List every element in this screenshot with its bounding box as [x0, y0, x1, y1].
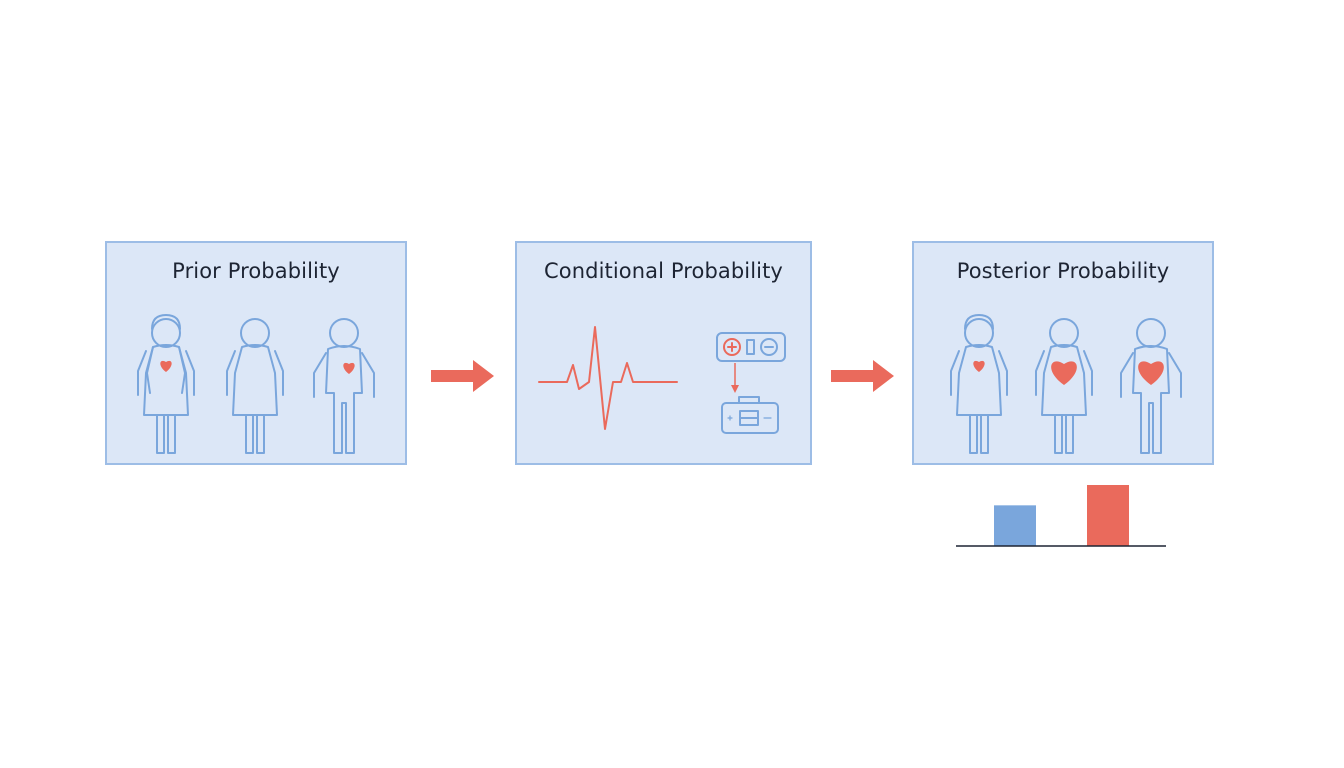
posterior-probability-title: Posterior Probability [956, 259, 1170, 283]
conditional-probability-title: Conditional Probability [544, 259, 783, 283]
conditional-icons [538, 326, 786, 434]
female-person-with-large-heart-icon [1035, 318, 1093, 454]
right-arrow-icon [431, 360, 494, 392]
female-person-with-small-heart-icon [950, 314, 1008, 454]
female-person-with-heart-icon [137, 314, 195, 454]
bar-1 [994, 505, 1036, 546]
male-person-with-large-heart-icon [1120, 318, 1182, 454]
test-result-plus-minus-icon [716, 332, 786, 362]
female-person-icon [226, 318, 284, 454]
posterior-bar-chart [956, 485, 1166, 547]
heartbeat-waveform-icon [538, 326, 678, 430]
male-person-with-heart-icon [313, 318, 375, 454]
conditional-probability-panel: Conditional Probability [515, 241, 812, 465]
posterior-people-icons [950, 314, 1182, 454]
right-arrow-icon [831, 360, 894, 392]
prior-probability-title: Prior Probability [172, 259, 340, 283]
prior-probability-panel: Prior Probability [105, 241, 407, 465]
posterior-probability-panel: Posterior Probability [912, 241, 1214, 465]
down-arrow-icon [731, 363, 739, 393]
prior-people-icons [137, 314, 375, 454]
medical-kit-icon [721, 396, 779, 434]
bar-2 [1087, 485, 1129, 546]
